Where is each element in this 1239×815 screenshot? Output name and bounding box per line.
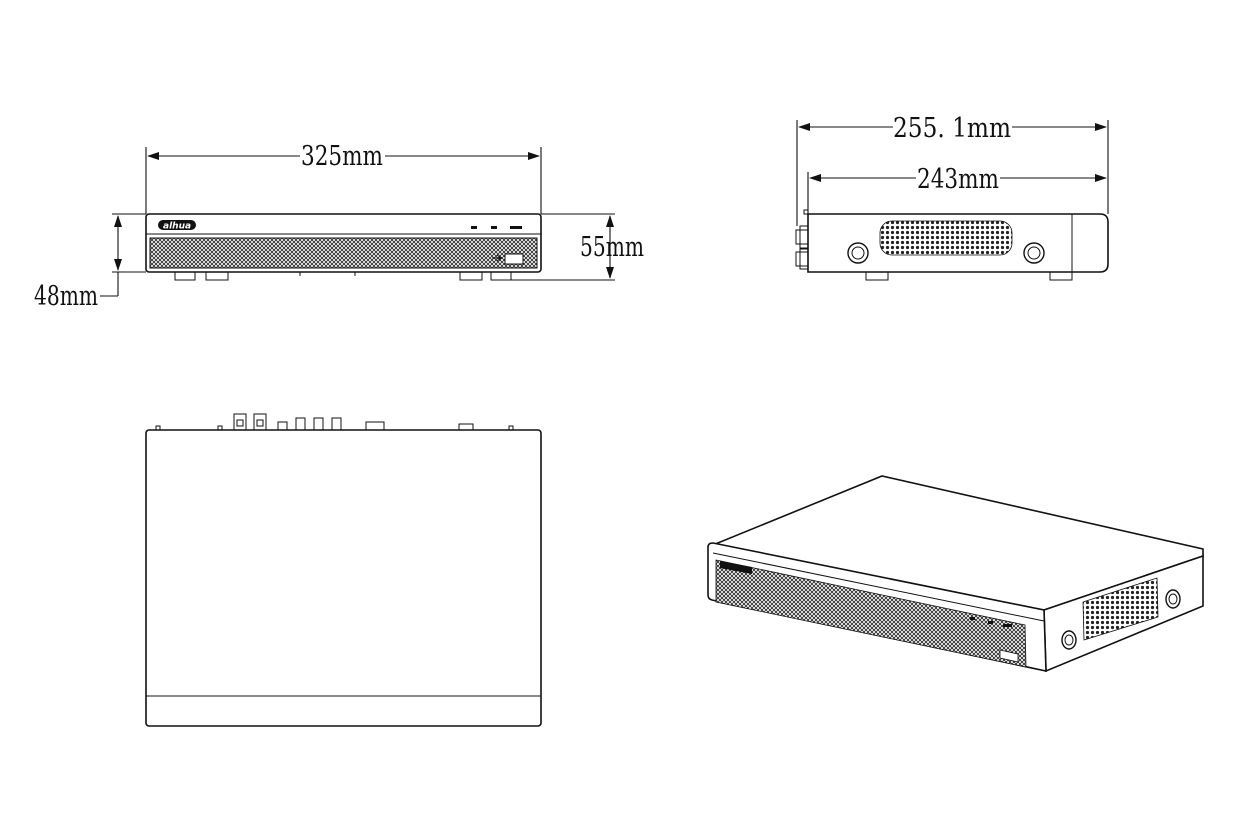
front-view: alhua 325mm [34,141,644,312]
svg-text:alhua: alhua [163,222,191,232]
depth-total-label: 255. 1mm [893,113,1011,144]
feet [174,271,512,281]
brand-logo: alhua [158,220,196,232]
side-foot [865,271,889,281]
status-leds [471,226,522,229]
usb-icon [492,253,524,265]
width-dimension: 325mm [145,141,542,214]
iso-side-vent [1082,577,1159,641]
body-height-label: 48mm [34,281,98,312]
total-height-label: 55mm [580,232,644,263]
rear-ports [155,413,514,431]
side-screws [847,242,1045,264]
side-foot [1049,271,1073,281]
isometric-view [707,475,1204,673]
depth-dimensions: 255. 1mm 243mm [796,113,1109,226]
total-height-dimension: 55mm [511,213,644,281]
top-view [145,413,542,727]
width-label: 325mm [301,141,383,172]
rear-connectors [795,209,809,270]
side-vent [879,220,1013,256]
iso-brand-logo [720,561,752,574]
side-view: 255. 1mm 243mm [795,113,1109,281]
body-height-dimension: 48mm [34,213,146,312]
depth-body-label: 243mm [917,164,999,195]
